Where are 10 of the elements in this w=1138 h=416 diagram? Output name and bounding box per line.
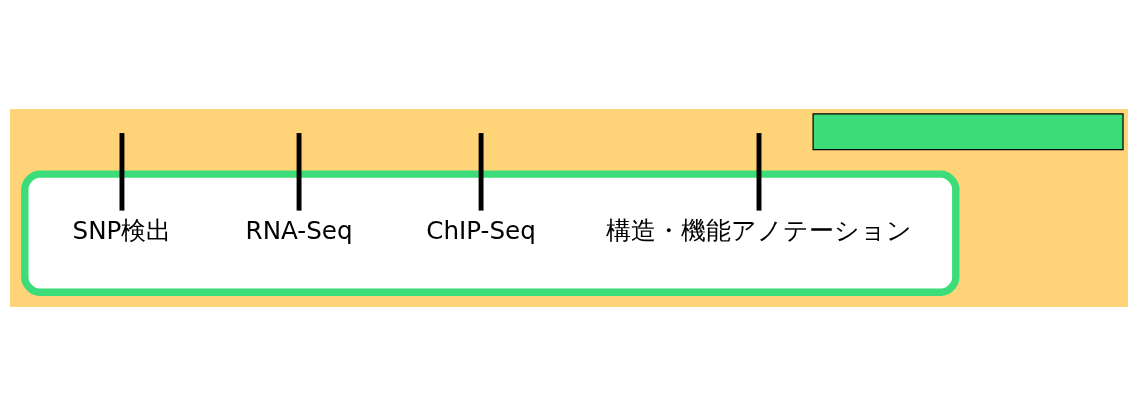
node-box (812, 113, 1124, 151)
node-text: ChIP-Seq (426, 216, 536, 246)
connector (756, 133, 762, 211)
node-text: SNP検出 (72, 216, 172, 246)
connector (478, 133, 484, 211)
node-text: RNA-Seq (245, 216, 353, 246)
connector (119, 133, 125, 211)
cluster (21, 170, 960, 296)
connector (296, 133, 302, 211)
node-text: 構造・機能アノテーション (606, 216, 913, 246)
